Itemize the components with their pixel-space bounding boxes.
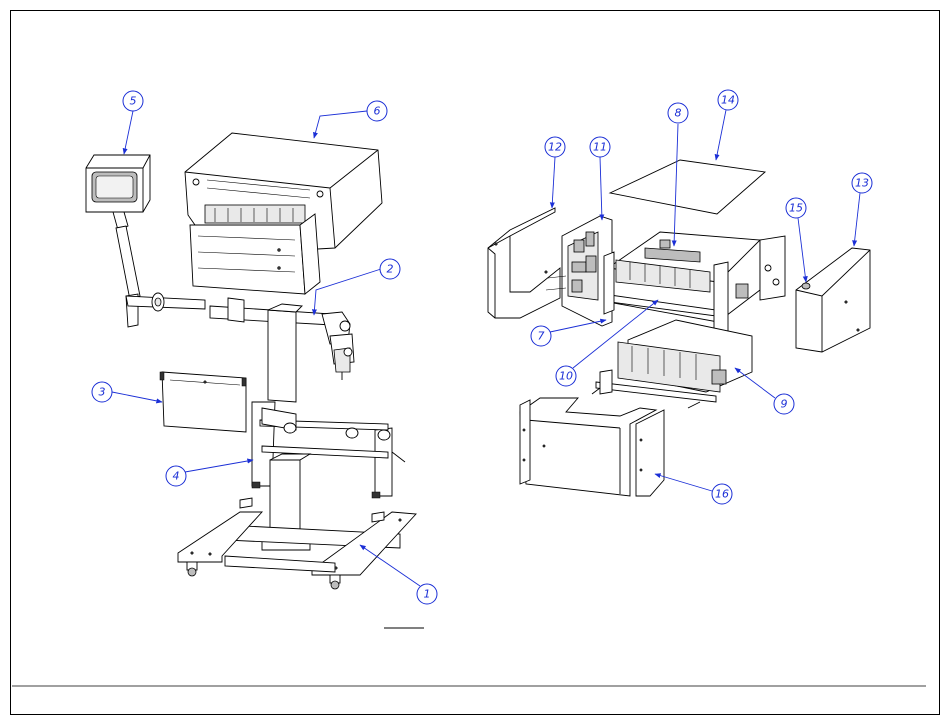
right-side-cover bbox=[796, 248, 870, 352]
left-side-cover bbox=[488, 208, 560, 318]
svg-text:15: 15 bbox=[789, 202, 803, 215]
svg-text:9: 9 bbox=[781, 398, 788, 411]
svg-text:14: 14 bbox=[721, 94, 735, 107]
svg-text:8: 8 bbox=[675, 107, 682, 120]
top-cover-hood bbox=[185, 133, 382, 294]
lower-enclosure bbox=[520, 398, 664, 496]
svg-text:4: 4 bbox=[173, 470, 180, 483]
svg-text:10: 10 bbox=[559, 370, 573, 383]
svg-text:7: 7 bbox=[538, 330, 545, 343]
svg-text:1: 1 bbox=[424, 588, 431, 601]
svg-text:2: 2 bbox=[387, 263, 394, 276]
balloon-16: 16 bbox=[655, 474, 732, 504]
top-plate bbox=[610, 160, 765, 214]
balloon-2: 2 bbox=[314, 259, 400, 315]
svg-text:3: 3 bbox=[99, 386, 106, 399]
balloon-11: 11 bbox=[590, 137, 610, 220]
balloon-7: 7 bbox=[531, 320, 606, 346]
balloon-14: 14 bbox=[716, 90, 738, 160]
svg-text:12: 12 bbox=[548, 141, 562, 154]
main-frame bbox=[604, 232, 785, 332]
balloon-6: 6 bbox=[314, 101, 387, 138]
svg-text:5: 5 bbox=[130, 95, 137, 108]
svg-text:13: 13 bbox=[855, 177, 869, 190]
balloon-12: 12 bbox=[545, 137, 565, 208]
balloon-9: 9 bbox=[735, 368, 794, 414]
svg-text:6: 6 bbox=[374, 105, 381, 118]
mounting-plate bbox=[160, 372, 246, 432]
svg-text:11: 11 bbox=[593, 141, 607, 154]
balloon-3: 3 bbox=[92, 382, 162, 402]
balloon-4: 4 bbox=[166, 460, 253, 486]
balloon-13: 13 bbox=[852, 173, 872, 246]
svg-text:16: 16 bbox=[715, 488, 729, 501]
sheet-border bbox=[11, 11, 940, 715]
balloon-5: 5 bbox=[123, 91, 143, 154]
balloon-15: 15 bbox=[786, 198, 806, 282]
